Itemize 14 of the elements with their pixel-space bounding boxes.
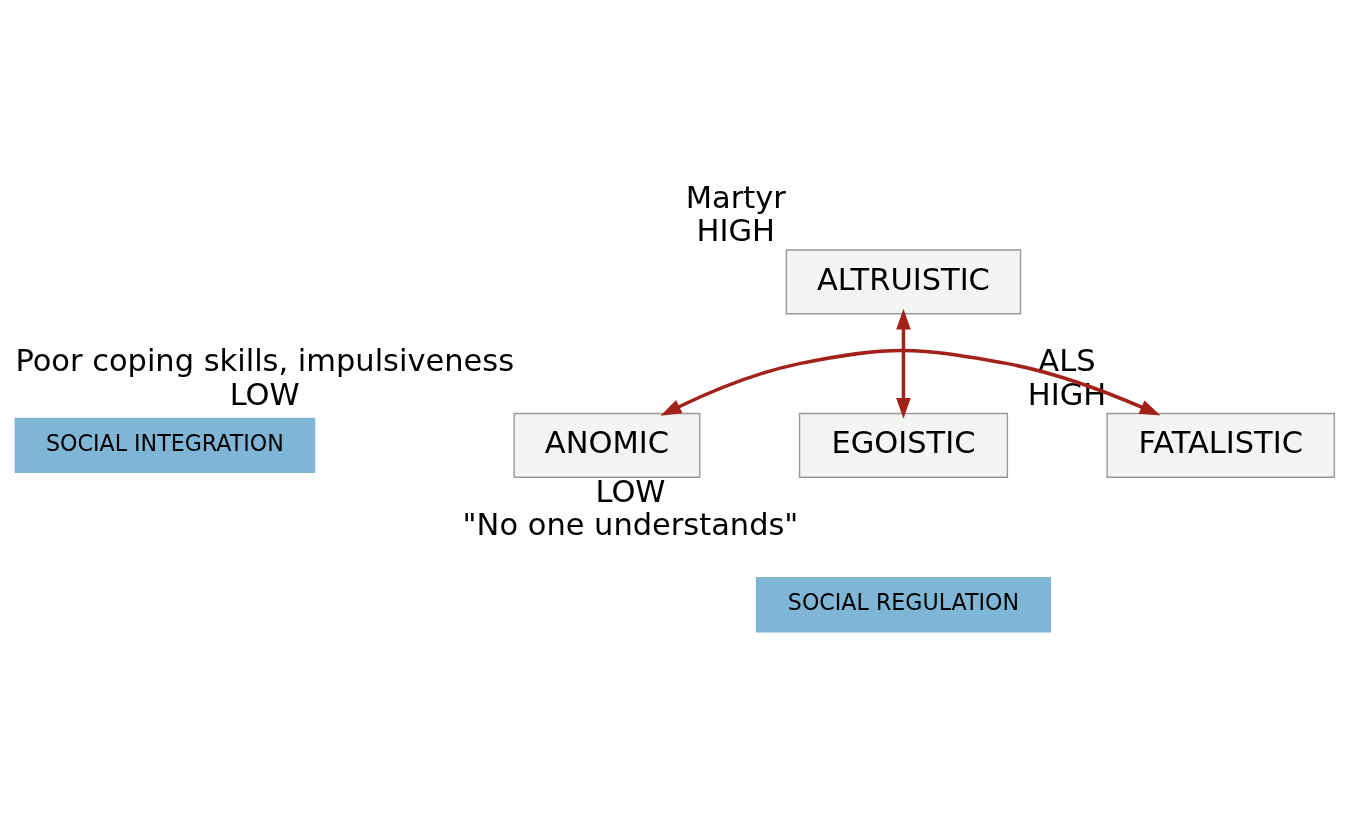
node-label: ALS: [1038, 342, 1096, 378]
node-label: Poor coping skills, impulsiveness: [15, 342, 515, 378]
node-label: Martyr: [685, 179, 786, 215]
node-box: ANOMIC: [513, 412, 701, 478]
arrow: [660, 348, 1161, 416]
node-label: LOW: [229, 376, 300, 412]
node-label: HIGH: [1027, 376, 1107, 412]
node-box: ALTRUISTIC: [785, 248, 1022, 314]
node-box: EGOISTIC: [798, 412, 1009, 478]
arrow: [896, 308, 911, 419]
label: SOCIAL REGULATION: [787, 588, 1020, 615]
node-box: FATALISTIC: [1106, 412, 1336, 478]
node-label: "No one understands": [462, 506, 799, 542]
label: SOCIAL INTEGRATION: [46, 429, 284, 456]
